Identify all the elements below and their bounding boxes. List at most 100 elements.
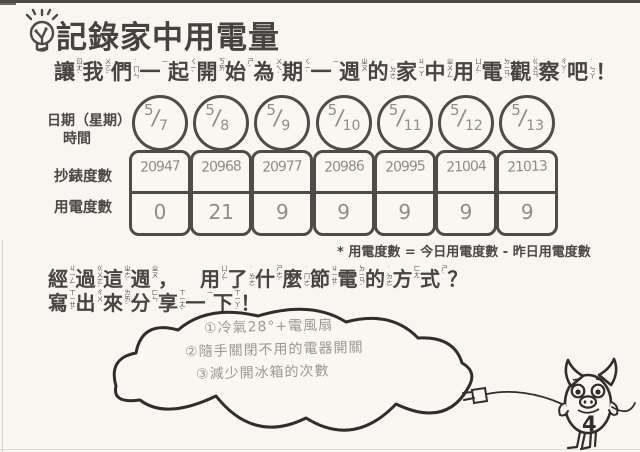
zhuyin-annotation: ㄍㄨㄢ (530, 58, 539, 78)
ruby-unit: 電ㄉㄧㄢˋ (337, 263, 366, 292)
zhuyin-annotation: ㄐㄧㄝˊ (329, 265, 338, 292)
char: ， (158, 267, 178, 291)
plug-and-cord-icon (462, 386, 563, 405)
char: 一 (310, 60, 332, 84)
date-circle: 5/12 (438, 95, 494, 151)
char: 過 (75, 267, 96, 291)
cloud-answer-line: ①冷氣28°+電風扇 (203, 317, 334, 337)
date-circle: 5/9 (254, 95, 311, 151)
zhuyin-annotation: ㄒㄧㄝˇ (67, 289, 76, 316)
ruby-unit: ！ (596, 56, 617, 86)
day-record-box: 20977 9 (251, 150, 314, 236)
ruby-unit: 了˙ㄌㄜ (227, 263, 256, 292)
box-divider (193, 191, 250, 194)
char: 電 (337, 267, 358, 291)
char: 出 (75, 291, 96, 315)
zhuyin-annotation: ㄐㄧㄚ (416, 58, 425, 77)
ruby-unit: 起ㄑㄧˇ (168, 56, 197, 86)
zhuyin-annotation: ㄓㄜˋ (122, 265, 131, 286)
zhuyin-annotation: ㄎㄞ (217, 58, 225, 71)
box-divider (438, 191, 494, 194)
formula-note: * 用電度數 = 今日用電度數 - 昨日用電度數 (337, 245, 591, 260)
row-label-usage: 用電度數 (54, 200, 112, 216)
zhuyin-annotation: ㄕㄜˊ (274, 265, 283, 286)
ruby-unit: 一ㄧ (310, 56, 340, 86)
day-record-box: 20968 21 (190, 150, 253, 236)
ruby-unit: 電ㄉㄧㄢˋ (481, 56, 511, 86)
usage-value: 21 (208, 200, 234, 224)
zhuyin-annotation: ㄈㄣ (150, 289, 158, 302)
meter-reading-value: 20968 (201, 158, 242, 176)
ruby-unit: 的˙ㄉㄜ (367, 56, 397, 86)
box-divider (254, 191, 311, 194)
char: 期 (282, 60, 303, 84)
row-label-meter-reading: 抄錶度數 (54, 169, 112, 185)
ruby-unit: 出ㄔㄨ (75, 287, 104, 316)
ruby-unit: 方ㄈㄤ (392, 263, 421, 292)
meter-reading-value: 20977 (262, 158, 303, 176)
ruby-unit: 中ㄓㄨㄥ (424, 56, 454, 86)
answer-cloud (112, 307, 474, 432)
char: 了 (227, 267, 248, 291)
zhuyin-annotation: ㄒㄧㄤˇ (177, 289, 186, 316)
usage-value: 0 (153, 200, 167, 224)
ruby-unit: 的˙ㄉㄜ (365, 263, 393, 292)
date-month: 5 (511, 101, 521, 119)
char: 起 (168, 60, 189, 84)
zhuyin-annotation: ˙ㄉㄜ (384, 265, 393, 286)
zhuyin-annotation: ˙ㄇㄜ (302, 265, 310, 286)
usage-value: 9 (337, 200, 350, 224)
ruby-unit: 們˙ㄇㄣ (111, 56, 140, 86)
char: 一 (139, 60, 161, 84)
char: ？ (447, 267, 468, 291)
char: 麼 (282, 267, 303, 291)
char: 電 (481, 60, 503, 84)
usage-value: 9 (276, 200, 289, 224)
date-day: 8 (220, 118, 230, 134)
zhuyin-annotation: ㄓㄡ (359, 58, 368, 71)
char: 中 (424, 60, 446, 84)
date-day: 7 (159, 118, 168, 134)
ruby-unit: 週ㄓㄡ (130, 263, 159, 292)
zhuyin-annotation: ㄧ (331, 58, 339, 64)
char: 寫 (48, 291, 68, 315)
page-title: 記錄家中用電量 (56, 20, 280, 56)
date-day: 11 (403, 118, 422, 134)
plug-monster-mascot: 4 (558, 357, 636, 451)
ruby-unit: 為ㄨㄟˊ (254, 56, 283, 86)
char: 吧 (567, 60, 588, 84)
zhuyin-annotation: ˙ㄌㄜ (247, 265, 255, 286)
zhuyin-annotation: ˙ㄉㄜ (388, 58, 396, 79)
scan-border-top-corner (0, 3, 16, 5)
ruby-unit: 式ㄕˋ (420, 263, 448, 292)
zhuyin-annotation: ㄕˇ (245, 58, 254, 73)
char: 始 (225, 60, 246, 84)
char: 察 (538, 60, 560, 84)
ruby-unit: 下ㄒㄧㄚˋ (213, 287, 241, 316)
ruby-unit: 讓ㄖㄤˋ (54, 56, 83, 86)
date-circle: 5/7 (132, 95, 188, 151)
char: 方 (392, 267, 413, 291)
ruby-unit: 過ㄍㄨㄛˋ (75, 263, 104, 293)
char: 觀 (510, 60, 531, 84)
char: ！ (595, 60, 617, 84)
ruby-unit: 用ㄩㄥˋ (200, 263, 228, 292)
char: 的 (367, 60, 389, 84)
ruby-unit: 用ㄩㄥˋ (453, 56, 482, 86)
char: 用 (200, 267, 220, 291)
ruby-unit: 我ㄨㄛˇ (83, 56, 112, 86)
ruby-unit: 始ㄕˇ (225, 56, 254, 86)
ruby-unit: 開ㄎㄞ (197, 56, 226, 86)
zhuyin-annotation: ㄒㄧㄚˋ (232, 289, 241, 316)
char: 這 (103, 267, 123, 291)
date-day: 13 (526, 118, 545, 134)
zhuyin-annotation: ㄨㄟˊ (274, 58, 282, 79)
char: 週 (130, 267, 151, 291)
char: 們 (111, 60, 132, 84)
